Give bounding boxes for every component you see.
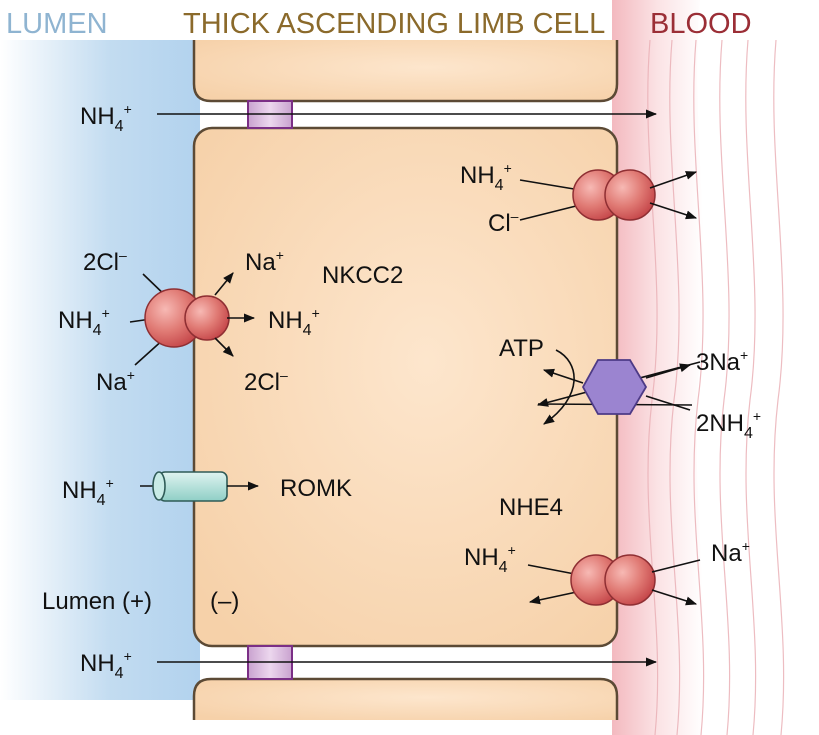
nkcc2-lobe-right: [184, 295, 230, 341]
basolateral-cotransporter-top: [519, 169, 698, 221]
header-lumen: LUMEN: [6, 8, 108, 40]
top-cl-out-arrow: [649, 202, 698, 220]
top-nh4-label: NH4+: [460, 160, 512, 194]
nkcc2-lumen-2cl-label: 2Cl–: [83, 247, 127, 276]
nhe4-exchanger: [527, 554, 701, 606]
nkcc2-transporter: [129, 272, 256, 366]
hexagon-pump-icon: [581, 359, 648, 415]
lower-neighbor-cell: [192, 677, 619, 720]
cell-potential-label: (–): [210, 588, 239, 615]
top-lobe-right: [604, 169, 656, 221]
pump-2nh4-in-line: [645, 395, 691, 411]
nhe4-na-in-line: [651, 559, 701, 573]
na-k-atpase-pump: [536, 349, 701, 425]
nkcc2-cell-na-label: Na+: [245, 247, 284, 276]
lumen-region: [0, 40, 200, 700]
pump-nh4-in-arrow: [542, 368, 584, 384]
blood-wavy-lines: [647, 39, 785, 735]
romk-nh4-label: NH4+: [62, 475, 114, 509]
top-cl-in-line: [519, 204, 581, 221]
romk-channel-icon: [152, 471, 228, 502]
atp-curved-arrow: [543, 349, 575, 425]
nkcc2-cell-nh4-label: NH4+: [268, 305, 320, 339]
paracellular-upper-nh4-label: NH4+: [80, 101, 132, 135]
romk-name-label: ROMK: [280, 475, 352, 502]
paracellular-lower-nh4-label: NH4+: [80, 648, 132, 682]
nkcc2-na-out-arrow: [214, 272, 234, 296]
nhe4-nh4-label: NH4+: [464, 542, 516, 576]
pump-3na-out-arrow: [645, 363, 692, 379]
nhe4-out-arrow: [651, 589, 698, 606]
header-blood: BLOOD: [650, 8, 752, 40]
nhe4-name-label: NHE4: [499, 494, 563, 521]
header-cell: THICK ASCENDING LIMB CELL: [183, 8, 605, 40]
atp-label: ATP: [499, 335, 544, 362]
top-cl-label: Cl–: [488, 208, 519, 237]
upper-neighbor-cell: [192, 40, 619, 103]
nkcc2-2cl-out-arrow: [214, 337, 234, 357]
nkcc2-lumen-na-label: Na+: [96, 367, 135, 396]
lumen-potential-label: Lumen (+): [42, 588, 152, 615]
nkcc2-cell-2cl-label: 2Cl–: [244, 367, 288, 396]
top-nh4-out-arrow: [649, 171, 698, 189]
nhe4-lobe-right: [604, 554, 656, 606]
nhe4-na-label: Na+: [711, 538, 750, 567]
top-nh4-in-line: [519, 179, 581, 191]
nkcc2-name-label: NKCC2: [322, 262, 403, 289]
pump-2nh4-label: 2NH4+: [696, 408, 761, 442]
pump-3na-label: 3Na+: [696, 347, 748, 376]
nkcc2-lumen-nh4-label: NH4+: [58, 305, 110, 339]
